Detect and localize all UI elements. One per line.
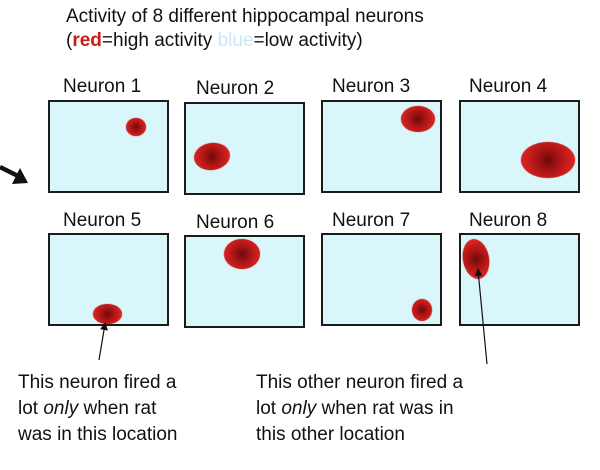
color-legend: (red=high activity blue=low activity) bbox=[66, 30, 363, 52]
legend-blue-word: blue bbox=[217, 30, 254, 51]
neuron-6-place-field bbox=[184, 235, 305, 328]
neuron-7-place-field bbox=[321, 233, 442, 326]
left-caption-line-3: was in this location bbox=[18, 424, 178, 445]
legend-red-meaning: =high activity bbox=[101, 30, 218, 51]
legend-red-word: red bbox=[72, 30, 102, 51]
neuron-3-activity-spot bbox=[401, 106, 435, 132]
neuron-5-label: Neuron 5 bbox=[63, 210, 142, 231]
neuron-2-label: Neuron 2 bbox=[196, 78, 275, 99]
neuron-5-activity-spot bbox=[93, 304, 122, 324]
diagram-title: Activity of 8 different hippocampal neur… bbox=[66, 6, 424, 27]
neuron-8-place-field bbox=[459, 233, 580, 326]
left-caption-emphasis: only bbox=[43, 398, 79, 419]
neuron-4-label: Neuron 4 bbox=[469, 76, 548, 97]
neuron-1-place-field bbox=[48, 100, 169, 193]
right-caption-line-3: this other location bbox=[256, 424, 405, 445]
left-caption-line-2: lot only when rat bbox=[18, 396, 156, 422]
neuron-6-activity-spot bbox=[224, 239, 260, 269]
neuron-6-label: Neuron 6 bbox=[196, 212, 275, 233]
right-caption-line-1: This other neuron fired a bbox=[256, 372, 464, 393]
neuron-5-pointer-arrow bbox=[98, 322, 108, 361]
neuron-3-place-field bbox=[321, 100, 442, 193]
legend-blue-meaning: =low activity) bbox=[253, 30, 363, 51]
neuron-1-label: Neuron 1 bbox=[63, 76, 142, 97]
neuron-1-activity-spot bbox=[126, 118, 146, 136]
right-caption-emphasis: only bbox=[281, 398, 317, 419]
neuron-8-label: Neuron 8 bbox=[469, 210, 548, 231]
left-caption-line-1: This neuron fired a bbox=[18, 372, 177, 393]
left-caption-text: when rat bbox=[78, 398, 157, 419]
left-caption-text: lot bbox=[18, 398, 44, 419]
neuron-4-place-field bbox=[459, 100, 580, 193]
right-caption-text: when rat was in bbox=[316, 398, 454, 419]
right-caption-text: lot bbox=[256, 398, 282, 419]
legend-open-paren: ( bbox=[66, 30, 73, 51]
neuron-7-label: Neuron 7 bbox=[332, 210, 411, 231]
neuron-2-place-field bbox=[184, 102, 305, 195]
neuron-4-activity-spot bbox=[521, 142, 575, 178]
right-caption-line-2: lot only when rat was in bbox=[256, 396, 454, 422]
neuron-3-label: Neuron 3 bbox=[332, 76, 411, 97]
neuron-7-activity-spot bbox=[412, 299, 432, 321]
entry-arrow bbox=[0, 164, 28, 184]
neuron-5-place-field bbox=[48, 233, 169, 326]
neuron-8-activity-spot bbox=[459, 237, 493, 281]
neuron-2-activity-spot bbox=[192, 140, 232, 173]
